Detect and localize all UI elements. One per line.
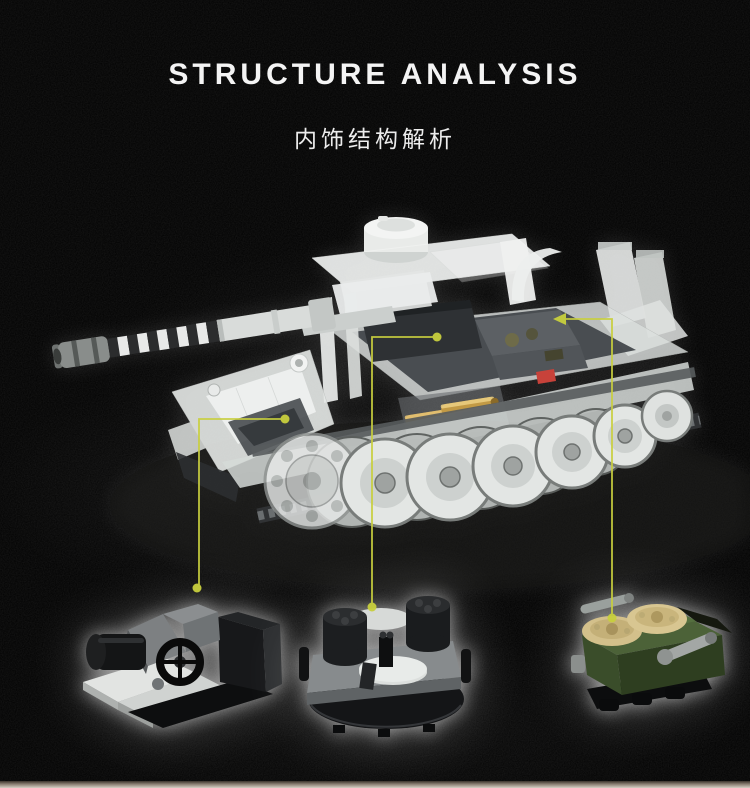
idler-wheel: [640, 389, 694, 443]
footer-strip: [0, 781, 750, 788]
road-wheel: [471, 424, 555, 508]
headlight: [207, 383, 221, 397]
drum: [323, 608, 367, 666]
page-title: STRUCTURE ANALYSIS: [168, 58, 582, 91]
header: STRUCTURE ANALYSIS 内饰结构解析: [0, 58, 750, 152]
exhaust-pipe: [657, 632, 717, 665]
page-subtitle: 内饰结构解析: [294, 126, 456, 152]
turntable-assembly: [293, 577, 478, 737]
gun-assembly: [51, 272, 438, 403]
cylinder-head: [627, 604, 687, 634]
engine-assembly: [537, 577, 737, 725]
red-brick: [536, 369, 556, 384]
breech-assembly: [68, 562, 308, 740]
intake-pipe: [580, 593, 634, 614]
cupola: [364, 216, 428, 263]
gun-barrel: [51, 297, 336, 369]
drum: [406, 596, 450, 652]
cylinder-head: [582, 616, 642, 646]
